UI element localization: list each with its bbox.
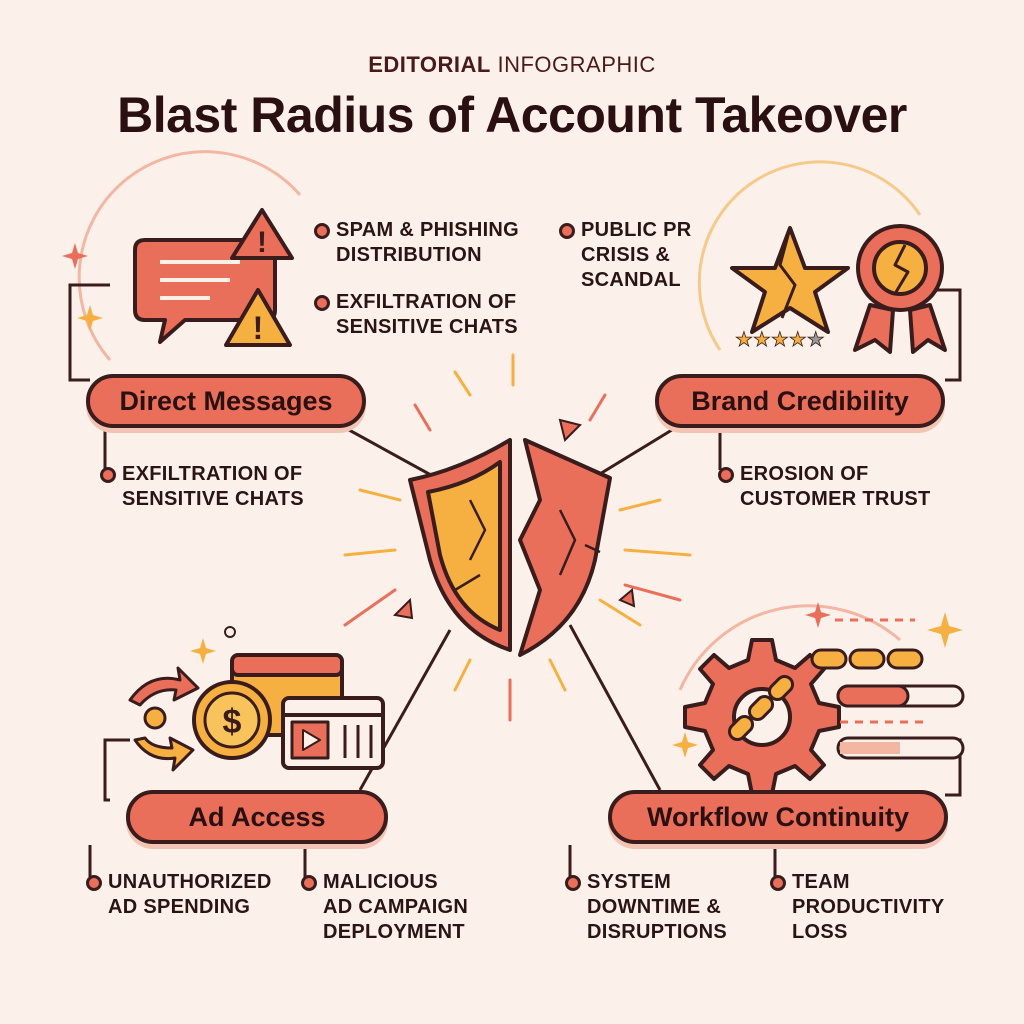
list-item: EROSION OF CUSTOMER TRUST [718, 462, 960, 512]
list-item: TEAM PRODUCTIVITY LOSS [770, 870, 962, 945]
item-text: TEAM PRODUCTIVITY LOSS [792, 871, 945, 943]
pill-label: Direct Messages [119, 385, 333, 416]
list-item: UNAUTHORIZED AD SPENDING [86, 870, 288, 920]
list-item: PUBLIC PR CRISIS & SCANDAL [559, 218, 721, 293]
sparkle-icon [62, 243, 831, 628]
pill-label: Workflow Continuity [647, 801, 909, 832]
broken-star-icon [730, 226, 850, 334]
list-item: MALICIOUS AD CAMPAIGN DEPLOYMENT [301, 870, 503, 945]
video-window-icon [281, 696, 385, 770]
burst-rays-red [343, 393, 682, 722]
svg-text:!: ! [257, 226, 267, 259]
coin-icon: $ [143, 680, 272, 760]
category-pill-direct-messages: Direct Messages [86, 374, 366, 428]
arrow-icons [128, 666, 200, 772]
sparkle-icon [77, 305, 963, 758]
rating-stars-icon: ★★★★★ [735, 327, 825, 351]
category-pill-workflow-continuity: Workflow Continuity [608, 790, 948, 844]
item-text: SPAM & PHISHING DISTRIBUTION [336, 219, 520, 266]
item-text: MALICIOUS AD CAMPAIGN DEPLOYMENT [323, 871, 469, 943]
broken-shield-icon [408, 438, 612, 657]
bullet-dot [100, 467, 116, 483]
bullet-dot [770, 875, 786, 891]
chain-icon [727, 648, 924, 742]
shard [618, 588, 636, 608]
bullet-dot [559, 223, 575, 239]
shard [392, 597, 414, 620]
bullet-dot [718, 467, 734, 483]
warning-triangle-icon: ! ! [224, 208, 294, 347]
broken-badge-icon [853, 224, 947, 354]
bullet-dot [86, 875, 102, 891]
bullet-dot [314, 295, 330, 311]
decorative-arc [77, 150, 302, 361]
item-text: EXFILTRATION OF SENSITIVE CHATS [336, 291, 518, 338]
svg-text:!: ! [253, 310, 264, 346]
kicker-bold: EDITORIAL [368, 52, 491, 77]
page-title: Blast Radius of Account Takeover [117, 87, 907, 143]
kicker: EDITORIAL INFOGRAPHIC [0, 52, 1024, 78]
bullet-dot [314, 223, 330, 239]
svg-text:$: $ [223, 703, 242, 741]
bullet-dot [301, 875, 317, 891]
list-item: EXFILTRATION OF SENSITIVE CHATS [100, 462, 342, 512]
item-text: EROSION OF CUSTOMER TRUST [740, 463, 931, 510]
progress-bar-icon [836, 684, 965, 760]
pill-label: Brand Credibility [691, 385, 909, 416]
item-text: EXFILTRATION OF SENSITIVE CHATS [122, 463, 304, 510]
item-text: PUBLIC PR CRISIS & SCANDAL [581, 219, 692, 291]
burst-rays [343, 353, 692, 692]
bullet-dot [565, 875, 581, 891]
decorative-arc [697, 160, 922, 351]
shard [558, 418, 582, 442]
item-text: UNAUTHORIZED AD SPENDING [108, 871, 272, 918]
category-pill-brand-credibility: Brand Credibility [655, 374, 945, 428]
list-item: SYSTEM DOWNTIME & DISRUPTIONS [565, 870, 757, 945]
list-item: SPAM & PHISHING DISTRIBUTION [314, 218, 556, 268]
kicker-rest: INFOGRAPHIC [497, 52, 656, 77]
pill-label: Ad Access [188, 801, 326, 832]
list-item: EXFILTRATION OF SENSITIVE CHATS [314, 290, 556, 340]
item-text: SYSTEM DOWNTIME & DISRUPTIONS [587, 871, 727, 943]
decorative-dot [224, 626, 236, 638]
category-pill-ad-access: Ad Access [126, 790, 388, 844]
